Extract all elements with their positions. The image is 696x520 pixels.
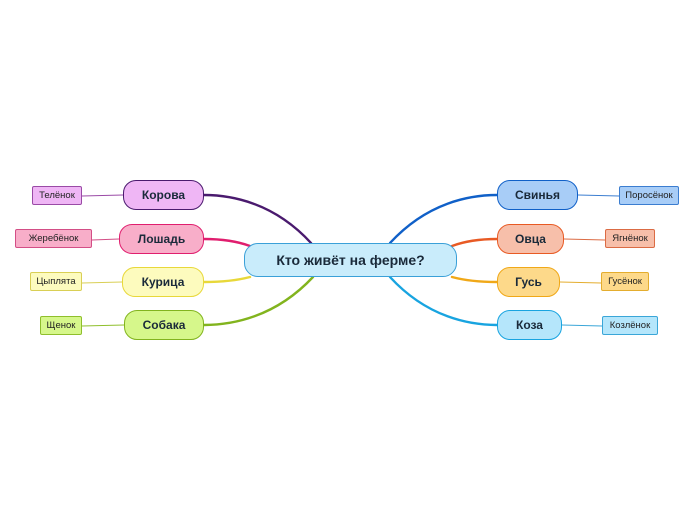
branch-connector (450, 237, 499, 248)
subtopic-connector (81, 281, 123, 284)
subtopic-connector (561, 324, 603, 327)
subtopic-foal[interactable]: Жеребёнок (15, 229, 92, 248)
topic-horse[interactable]: Лошадь (119, 224, 204, 254)
branch-connector (450, 275, 499, 284)
subtopic-piglet[interactable]: Поросёнок (619, 186, 679, 205)
topic-chicken[interactable]: Курица (122, 267, 204, 297)
topic-cow[interactable]: Корова (123, 180, 204, 210)
subtopic-lamb[interactable]: Ягнёнок (605, 229, 655, 248)
topic-pig[interactable]: Свинья (497, 180, 578, 210)
subtopic-puppy[interactable]: Щенок (40, 316, 82, 335)
branch-connector (388, 275, 499, 327)
subtopic-calf[interactable]: Телёнок (32, 186, 82, 205)
branch-connector (202, 237, 252, 248)
central-topic[interactable]: Кто живёт на ферме? (244, 243, 457, 277)
topic-goat[interactable]: Коза (497, 310, 562, 340)
subtopic-connector (91, 238, 120, 241)
branch-connector (202, 275, 252, 284)
subtopic-chicks[interactable]: Цыплята (30, 272, 82, 291)
branch-connector (388, 193, 499, 245)
subtopic-connector (559, 281, 602, 284)
subtopic-connector (81, 194, 124, 197)
branch-connector (202, 193, 313, 245)
subtopic-gosling[interactable]: Гусёнок (601, 272, 649, 291)
subtopic-connector (577, 194, 620, 197)
subtopic-kid[interactable]: Козлёнок (602, 316, 658, 335)
topic-goose[interactable]: Гусь (497, 267, 560, 297)
topic-dog[interactable]: Собака (124, 310, 204, 340)
branch-connector (202, 275, 315, 327)
topic-sheep[interactable]: Овца (497, 224, 564, 254)
subtopic-connector (81, 324, 125, 327)
subtopic-connector (563, 238, 606, 241)
